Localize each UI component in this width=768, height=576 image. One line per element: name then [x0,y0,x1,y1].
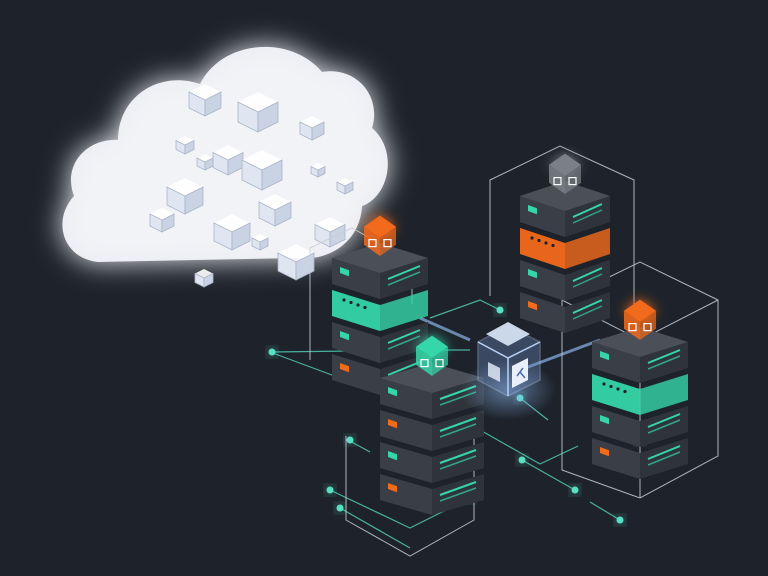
drive-slot [647,349,681,364]
server-right [592,299,688,479]
data-cube [299,116,325,141]
drive-slot [387,361,421,376]
drive-slot [387,329,421,344]
server-center-left [332,215,428,395]
data-cube [336,178,354,195]
document-icon [624,299,656,340]
drive-slot [439,481,477,496]
data-cube [196,154,214,171]
data-cube [251,234,269,251]
data-cube [314,217,346,248]
network-node-dot [616,516,624,524]
globe-icon [416,335,448,376]
data-cube [310,163,326,178]
network-node-dot [346,436,354,444]
network-node-dot [496,306,504,314]
drive-slot [387,265,421,280]
data-cube [213,214,251,251]
status-led [340,330,349,341]
data-cube [166,178,204,215]
people-icon [364,215,396,256]
status-led [388,418,397,429]
drive-slot [572,203,603,218]
status-led [340,362,349,373]
status-led [528,300,537,311]
drive-slot [439,417,477,432]
status-led [340,266,349,277]
status-led [388,386,397,397]
status-led [528,204,537,215]
drive-slot [572,267,603,282]
server-back-right [520,153,610,333]
data-cube [212,145,244,176]
network-hub [460,322,556,420]
network-node-dot [336,504,344,512]
drive-slot [572,299,603,314]
data-cube [194,269,214,288]
chart-icon [549,153,581,194]
data-cube [258,194,292,227]
network-nodes-icon [516,367,526,379]
data-cube [175,136,195,155]
status-led [600,350,609,361]
data-cube [241,150,283,191]
server-racks [332,153,688,515]
drive-slot [647,445,681,460]
network-node-dot [326,486,334,494]
status-led [528,268,537,279]
network-node-dot [518,456,526,464]
status-led [388,450,397,461]
network-node-dot [571,486,579,494]
status-led [600,414,609,425]
data-cube [237,92,279,133]
status-led [600,446,609,457]
status-led [388,482,397,493]
server-front [380,335,484,515]
data-cube [149,208,175,233]
cloud-cubes [149,84,354,288]
data-cube [188,84,222,117]
drive-slot [439,449,477,464]
drive-slot [647,413,681,428]
network-node-dot [268,348,276,356]
